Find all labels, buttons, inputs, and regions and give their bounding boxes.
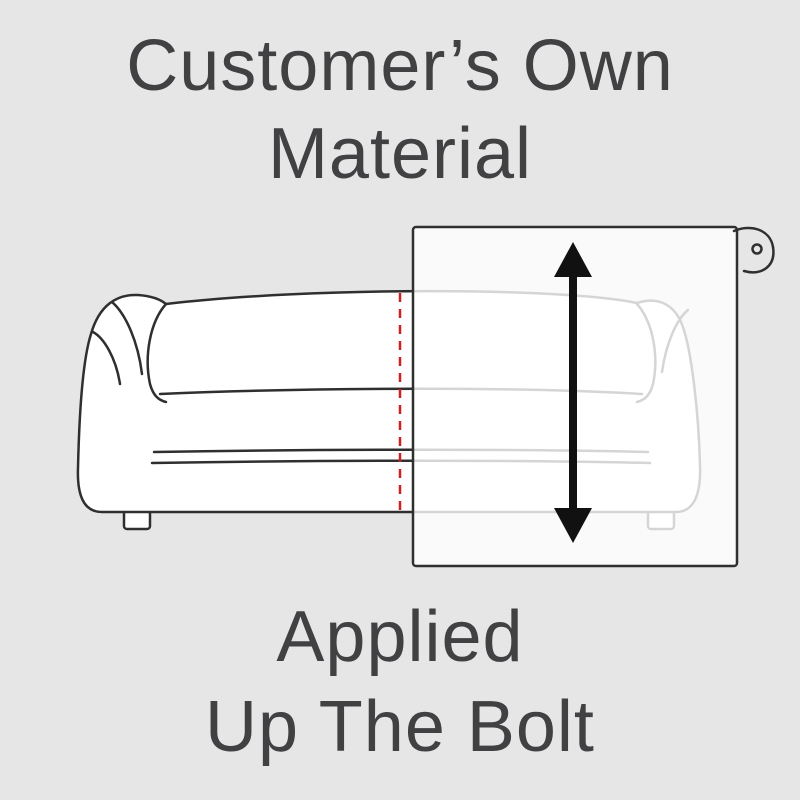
fabric-roll-top-curl bbox=[732, 226, 775, 249]
sofa-left-arm-pleat bbox=[110, 300, 144, 376]
vertical-double-arrow-icon bbox=[554, 242, 592, 543]
fabric-roll-core bbox=[751, 243, 763, 255]
title-top-line2: Material bbox=[267, 114, 533, 194]
title-top-line1: Customer’s Own bbox=[126, 26, 674, 106]
arrow-head-down bbox=[554, 508, 592, 543]
sofa-left-arm-line bbox=[146, 302, 168, 404]
fabric-bolt-panel bbox=[411, 225, 775, 568]
title-bottom: Applied Up The Bolt bbox=[0, 592, 800, 772]
title-top: Customer’s Own Material bbox=[0, 22, 800, 198]
fabric-roll-icon bbox=[732, 226, 775, 274]
sofa-left-arm-pleat-2 bbox=[91, 330, 122, 386]
arrow-head-up bbox=[554, 242, 592, 277]
title-bottom-line2: Up The Bolt bbox=[205, 687, 595, 767]
title-bottom-line1: Applied bbox=[276, 597, 524, 677]
fabric-roll-bottom-curl bbox=[742, 245, 775, 274]
